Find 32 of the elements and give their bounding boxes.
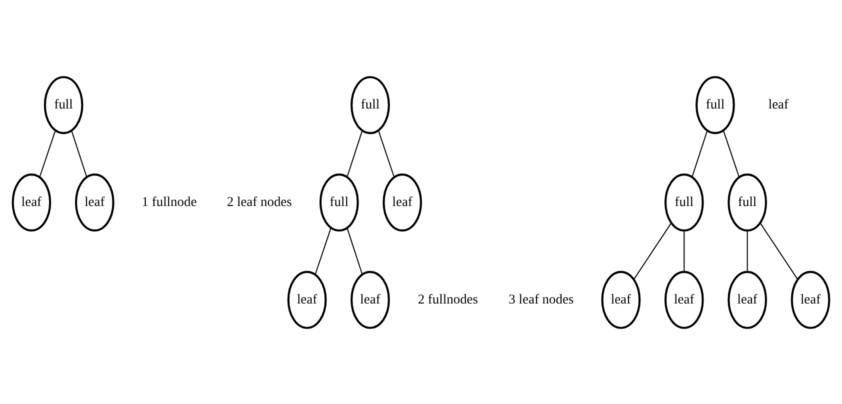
- connector: [692, 130, 708, 177]
- node-ellipse: full: [319, 173, 359, 231]
- connector: [39, 130, 56, 177]
- connector: [314, 227, 332, 274]
- node-ellipse: full: [696, 76, 735, 134]
- node-ellipse: leaf: [664, 270, 704, 328]
- node-ellipse: leaf: [350, 270, 390, 328]
- node-ellipse: full: [350, 76, 390, 134]
- label: 2 fullnodes: [418, 290, 478, 306]
- label: leaf: [768, 96, 789, 112]
- node-ellipse: full: [44, 76, 84, 134]
- node-ellipse: leaf: [790, 270, 830, 328]
- node-ellipse: leaf: [74, 173, 114, 231]
- label: 2 leaf nodes: [226, 194, 292, 209]
- node-ellipse: full: [664, 173, 704, 231]
- connector: [746, 230, 748, 272]
- node-ellipse: leaf: [382, 173, 422, 231]
- node-ellipse: leaf: [12, 173, 52, 231]
- connector: [71, 130, 88, 177]
- connector: [346, 227, 363, 274]
- node-ellipse: leaf: [728, 270, 768, 328]
- connector: [346, 130, 363, 177]
- connector: [633, 222, 672, 280]
- node-ellipse: leaf: [287, 270, 327, 328]
- label: 1 fullnode: [142, 194, 197, 209]
- connector: [378, 130, 395, 177]
- node-ellipse: leaf: [601, 270, 641, 328]
- label: 3 leaf nodes: [508, 290, 574, 306]
- connector: [684, 230, 685, 272]
- connector: [723, 130, 740, 177]
- node-ellipse: full: [728, 173, 768, 231]
- connector: [760, 222, 798, 280]
